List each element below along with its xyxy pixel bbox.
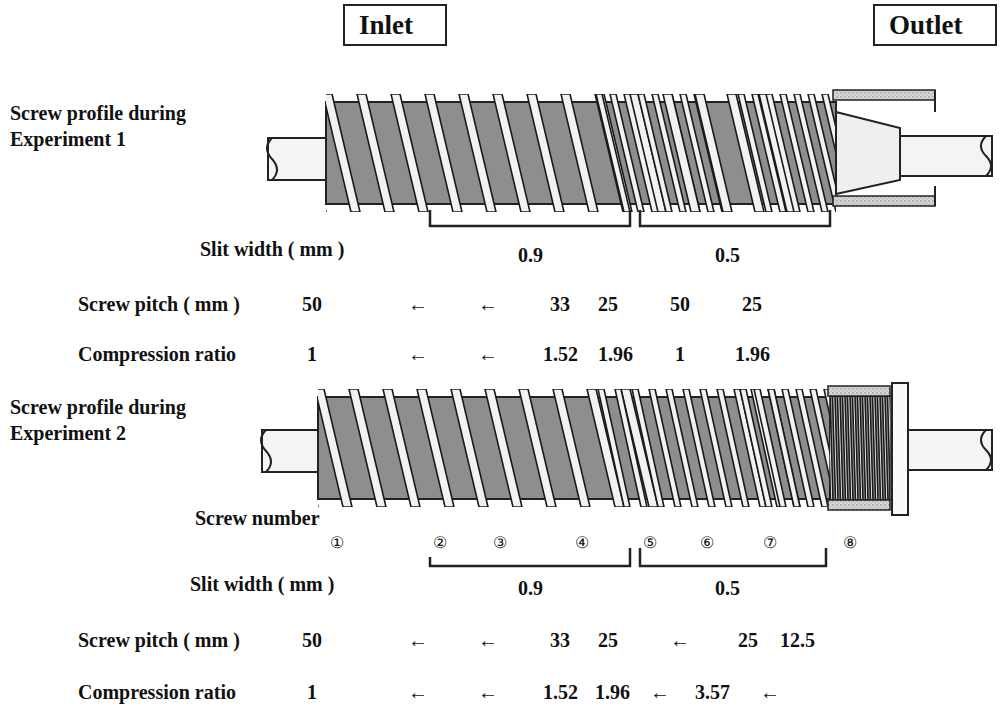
callout-number: ②	[433, 533, 447, 552]
screw-flight	[553, 389, 590, 507]
callout-number: ⑥	[700, 533, 714, 552]
value: 33	[550, 628, 570, 652]
shaft	[262, 430, 322, 472]
value: 50	[302, 628, 322, 652]
bracket	[430, 548, 630, 566]
value: 25	[742, 292, 762, 316]
ditto-arrow: ←	[650, 680, 670, 704]
dimension: 0.5	[715, 576, 740, 600]
row-heading: Compression ratio	[78, 342, 236, 366]
bracket	[640, 210, 830, 226]
dimension: 0.9	[518, 243, 543, 267]
screw-flight	[695, 94, 732, 212]
ditto-arrow: ←	[408, 292, 428, 316]
row-heading: Screw number	[195, 506, 320, 530]
screw-flight	[663, 94, 700, 212]
screw-flight	[357, 94, 394, 212]
screw-flight	[810, 389, 830, 507]
port-box: Inlet	[343, 4, 447, 46]
shaft	[908, 430, 992, 470]
screw-flight	[451, 389, 488, 507]
row-heading: Screw profile during Experiment 1	[10, 100, 235, 152]
screw-flight	[349, 389, 386, 507]
barrel-housing	[828, 386, 890, 396]
value: 1	[307, 680, 317, 704]
screw-flight	[888, 396, 891, 500]
shaft	[268, 138, 330, 180]
callout-number: ①	[330, 533, 344, 552]
value: 25	[598, 628, 618, 652]
ditto-arrow: ←	[760, 680, 780, 704]
screw-flight	[824, 389, 830, 507]
value: 12.5	[780, 628, 815, 652]
value: 50	[670, 292, 690, 316]
shaft	[900, 136, 992, 176]
screw-flight	[822, 94, 836, 212]
screw-flight	[425, 94, 462, 212]
die-cone	[836, 112, 900, 194]
bracket	[430, 210, 630, 226]
screw-flight	[318, 389, 352, 507]
value: 1.52	[543, 680, 578, 704]
callout-number: ⑦	[763, 533, 777, 552]
barrel-housing	[828, 500, 890, 510]
ditto-arrow: ←	[408, 628, 428, 652]
row-heading: Slit width ( mm )	[200, 237, 344, 261]
screw-flight	[527, 94, 564, 212]
row-heading: Slit width ( mm )	[190, 572, 334, 596]
ditto-arrow: ←	[408, 342, 428, 366]
value: 1	[675, 342, 685, 366]
screw-flight	[485, 389, 522, 507]
screw-flight	[493, 94, 530, 212]
ditto-arrow: ←	[478, 680, 498, 704]
screw-flight	[391, 94, 428, 212]
screw-flight	[459, 94, 496, 212]
end-plate	[892, 383, 908, 515]
barrel-housing	[833, 90, 935, 100]
row-heading: Compression ratio	[78, 680, 236, 704]
value: 1.52	[543, 342, 578, 366]
callout-number: ⑤	[643, 533, 657, 552]
value: 50	[302, 292, 322, 316]
value: 33	[550, 292, 570, 316]
value: 1	[307, 342, 317, 366]
port-label: Inlet	[359, 9, 431, 41]
value: 3.57	[695, 680, 730, 704]
screw-flight	[417, 389, 454, 507]
screw-flight	[326, 94, 360, 212]
value: 25	[598, 292, 618, 316]
screw-flight	[519, 389, 556, 507]
callout-number: ⑧	[843, 533, 857, 552]
row-heading: Screw pitch ( mm )	[78, 292, 240, 316]
row-heading: Screw profile during Experiment 2	[10, 394, 235, 446]
screw-flight	[383, 389, 420, 507]
port-box: Outlet	[873, 4, 997, 46]
callout-number: ④	[575, 533, 589, 552]
dimension: 0.5	[715, 243, 740, 267]
ditto-arrow: ←	[408, 680, 428, 704]
port-label: Outlet	[889, 9, 981, 41]
ditto-arrow: ←	[670, 628, 690, 652]
ditto-arrow: ←	[478, 342, 498, 366]
bracket	[640, 548, 826, 566]
value: 1.96	[595, 680, 630, 704]
row-heading: Screw pitch ( mm )	[78, 628, 240, 652]
callout-number: ③	[493, 533, 507, 552]
ditto-arrow: ←	[478, 292, 498, 316]
value: 1.96	[598, 342, 633, 366]
dimension: 0.9	[518, 576, 543, 600]
value: 25	[738, 628, 758, 652]
ditto-arrow: ←	[478, 628, 498, 652]
barrel-housing	[833, 196, 935, 206]
screw-flight	[561, 94, 598, 212]
value: 1.96	[735, 342, 770, 366]
